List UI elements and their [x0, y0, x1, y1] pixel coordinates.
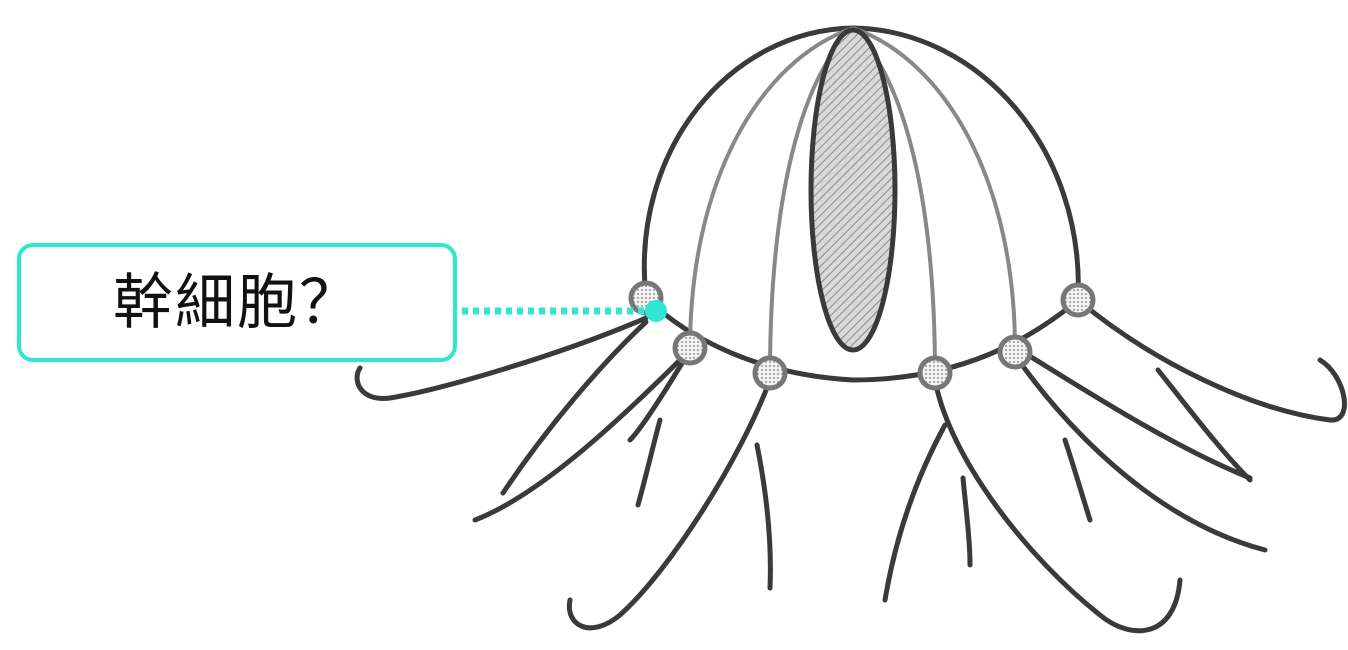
manubrium-organ [811, 30, 895, 350]
tentacle [963, 478, 970, 565]
bulb [755, 358, 785, 388]
tentacle [569, 380, 770, 628]
tentacle [1065, 440, 1090, 520]
bulb [1063, 285, 1093, 315]
tentacle [1020, 350, 1250, 478]
bulb [675, 333, 705, 363]
tentacle [757, 445, 770, 588]
bulb [1000, 337, 1030, 367]
callout-label: 幹細胞？ [113, 273, 361, 333]
callout-box: 幹細胞？ [17, 243, 457, 362]
tentacle [638, 420, 660, 505]
bulb [920, 358, 950, 388]
tentacle [935, 380, 1180, 631]
leader-endpoint-dot [645, 300, 667, 322]
tentacle [1078, 300, 1344, 420]
tentacle [885, 425, 945, 600]
tentacle [1158, 370, 1250, 480]
